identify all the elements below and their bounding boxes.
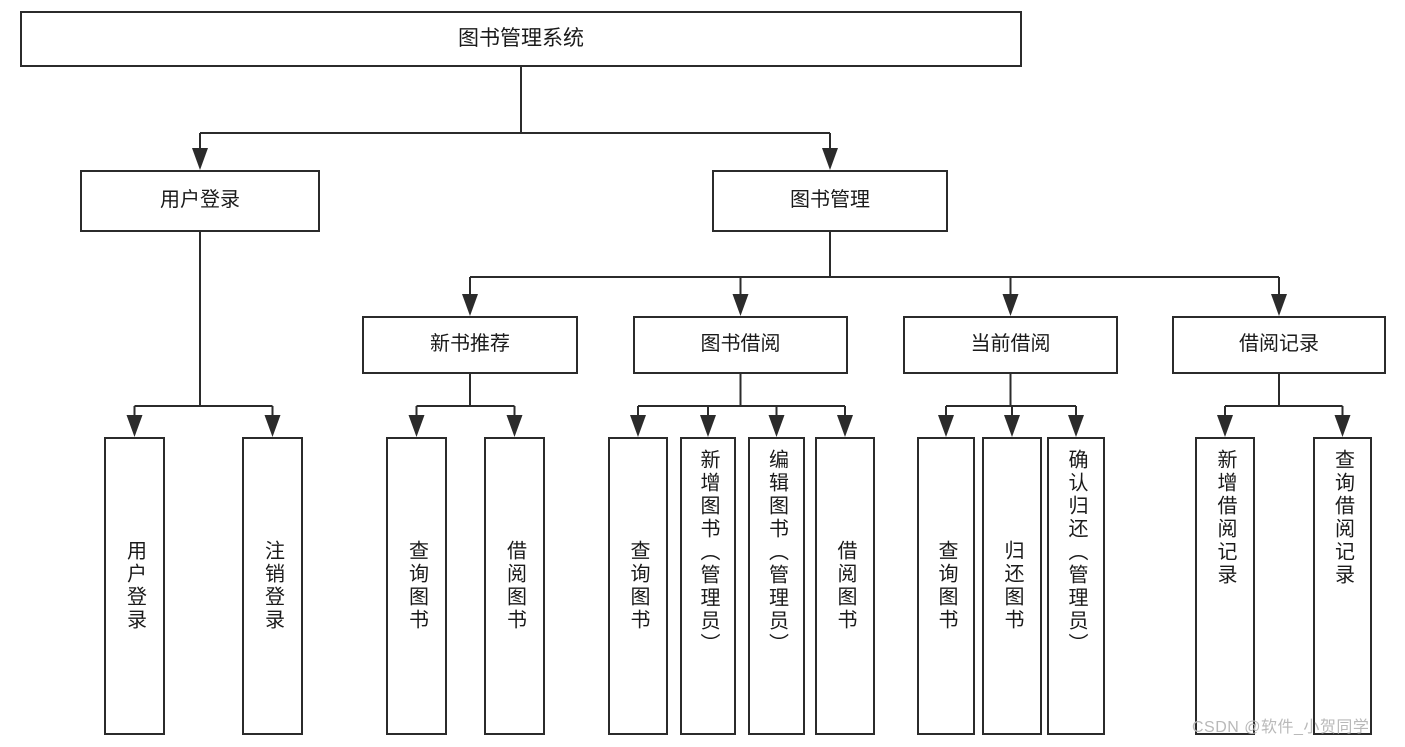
node-l-edit-book: 编辑图书（管理员） [748, 437, 805, 735]
node-n-current-borrow: 当前借阅 [903, 316, 1118, 374]
node-label: 用户登录 [123, 540, 146, 632]
node-label: 借阅图书 [503, 540, 526, 632]
node-label: 图书借阅 [700, 333, 781, 356]
arrow-head [1217, 415, 1233, 437]
arrow-head [126, 415, 143, 437]
node-label: 新增图书（管理员） [697, 449, 719, 656]
watermark: CSDN @软件_小贺同学 [1192, 719, 1370, 736]
node-label: 当前借阅 [970, 333, 1051, 356]
node-l-logout: 注销登录 [242, 437, 303, 735]
node-label: 查询图书 [935, 540, 957, 632]
node-l-return-book: 归还图书 [982, 437, 1042, 735]
node-label: 注销登录 [261, 540, 284, 632]
arrow-head [732, 294, 749, 316]
node-n-book-borrow: 图书借阅 [633, 316, 848, 374]
node-l-user-login: 用户登录 [104, 437, 165, 735]
node-label: 查询图书 [627, 540, 649, 632]
arrow-head [506, 415, 523, 437]
arrow-head [837, 415, 853, 437]
arrow-head [822, 148, 838, 170]
node-l-query-book-1: 查询图书 [386, 437, 447, 735]
node-label: 借阅记录 [1239, 333, 1319, 356]
node-l-borrow-book-2: 借阅图书 [815, 437, 875, 735]
arrow-head [192, 148, 208, 170]
node-n-book-mgmt: 图书管理 [712, 170, 948, 232]
arrow-head [408, 415, 425, 437]
node-label: 归还图书 [1001, 540, 1023, 632]
node-label: 图书管理 [790, 189, 870, 212]
node-l-confirm-return: 确认归还（管理员） [1047, 437, 1105, 735]
node-l-query-record: 查询借阅记录 [1313, 437, 1372, 735]
node-label: 借阅图书 [834, 540, 856, 632]
arrow-head [1271, 294, 1287, 316]
node-n-user-login: 用户登录 [80, 170, 320, 232]
arrow-head [1068, 415, 1084, 437]
node-label: 查询借阅记录 [1331, 449, 1354, 587]
arrow-head [768, 415, 785, 437]
node-label: 新增借阅记录 [1214, 449, 1236, 587]
node-label: 查询图书 [405, 540, 428, 632]
node-l-add-book: 新增图书（管理员） [680, 437, 736, 735]
node-l-query-book-2: 查询图书 [608, 437, 668, 735]
arrow-head [1334, 415, 1351, 437]
node-n-borrow-record: 借阅记录 [1172, 316, 1386, 374]
node-label: 编辑图书（管理员） [765, 449, 788, 656]
arrow-head [938, 415, 954, 437]
arrow-head [630, 415, 646, 437]
arrow-head [700, 415, 716, 437]
arrow-head [1004, 415, 1020, 437]
node-label: 图书管理系统 [458, 26, 584, 50]
arrow-head [462, 294, 478, 316]
node-label: 确认归还（管理员） [1065, 449, 1087, 656]
node-label: 新书推荐 [430, 333, 510, 356]
node-n-new-book-rec: 新书推荐 [362, 316, 578, 374]
node-label: 用户登录 [160, 189, 240, 212]
node-l-borrow-book-1: 借阅图书 [484, 437, 545, 735]
node-l-add-record: 新增借阅记录 [1195, 437, 1255, 735]
arrow-head [1002, 294, 1019, 316]
node-l-query-book-3: 查询图书 [917, 437, 975, 735]
node-root: 图书管理系统 [20, 11, 1022, 67]
arrow-head [264, 415, 281, 437]
